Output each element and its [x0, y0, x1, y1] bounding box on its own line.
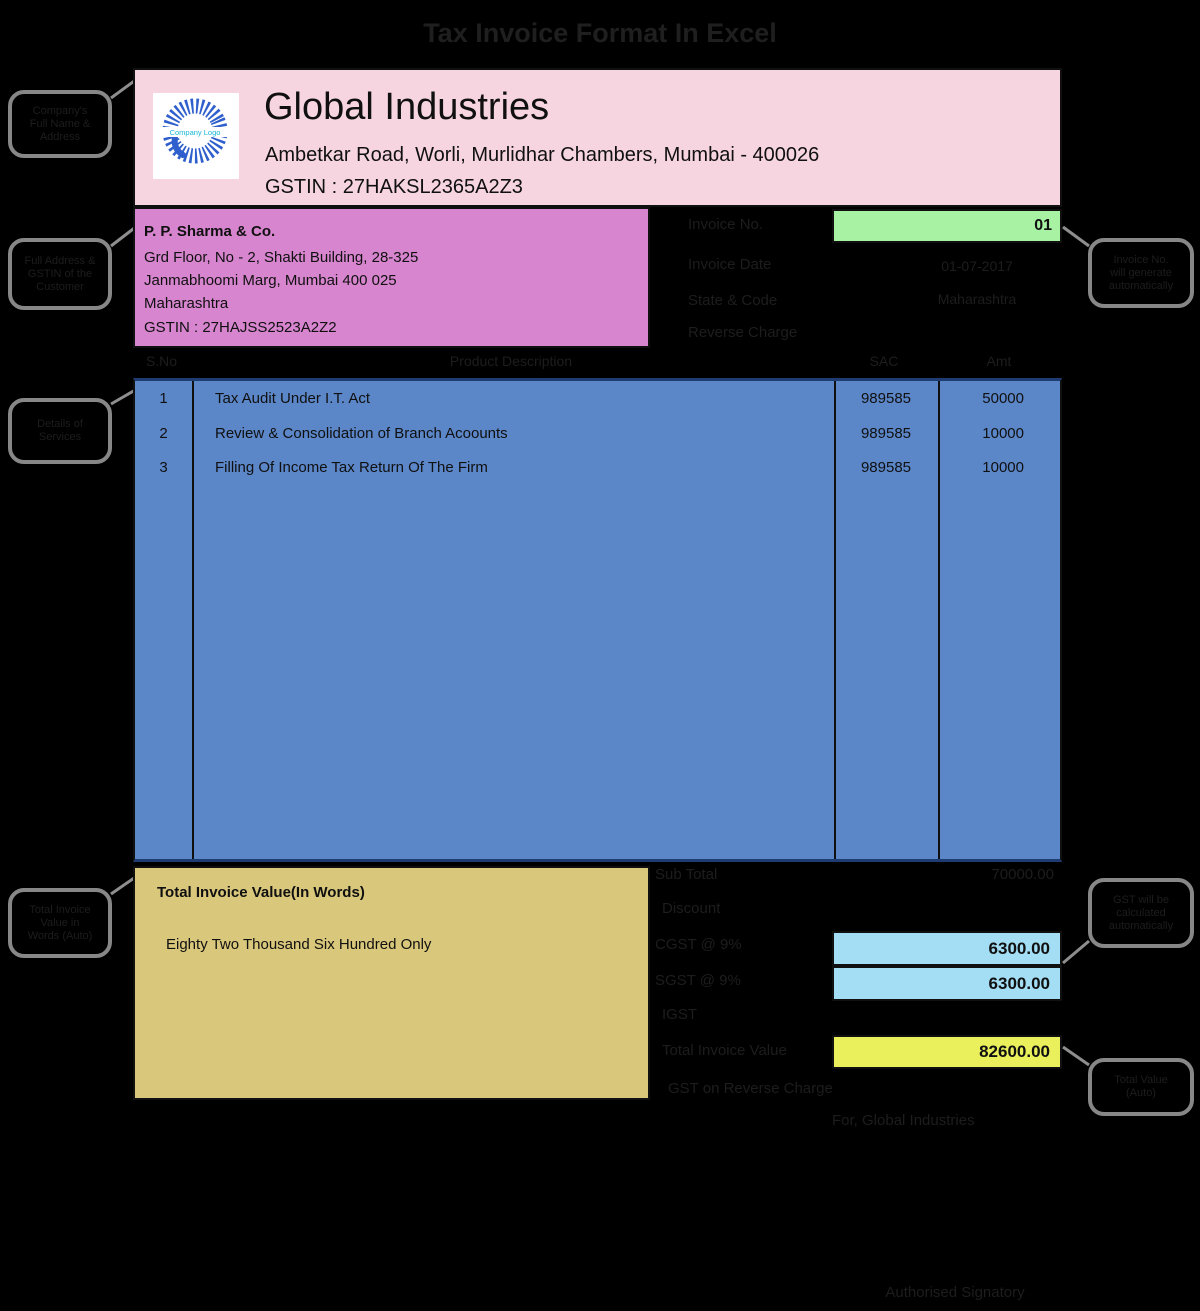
- invoice-date-value: 01-07-2017: [941, 258, 1013, 274]
- item-row-amount: 10000: [982, 459, 1024, 476]
- buyer-gstin: GSTIN : 27HAJSS2523A2Z2: [144, 319, 337, 336]
- column-divider: [192, 381, 194, 859]
- buyer-address-line1: Grd Floor, No - 2, Shakti Building, 28-3…: [144, 249, 419, 266]
- seller-name: Global Industries: [264, 86, 550, 128]
- meta-label-invoice-date: Invoice Date: [688, 256, 772, 273]
- company-logo: Company Logo: [153, 93, 239, 179]
- total-label-sgst: SGST @ 9%: [655, 972, 741, 989]
- item-row-sac: 989585: [860, 425, 912, 442]
- invoice-number-box: 01: [832, 209, 1062, 243]
- buyer-name: P. P. Sharma & Co.: [144, 223, 276, 240]
- invoice-number-value: 01: [1034, 217, 1052, 234]
- meta-label-invoice-no: Invoice No.: [688, 216, 764, 233]
- items-header-amount: Amt: [986, 353, 1012, 369]
- column-divider: [834, 381, 836, 859]
- seller-address: Ambetkar Road, Worli, Murlidhar Chambers…: [265, 144, 820, 166]
- amount-in-words-box: Total Invoice Value(In Words) Eighty Two…: [133, 866, 650, 1100]
- cgst-value-box: 6300.00: [832, 931, 1062, 966]
- item-row-amount: 10000: [982, 425, 1024, 442]
- item-row-sac: 989585: [860, 459, 912, 476]
- meta-label-reverse-charge: Reverse Charge: [688, 324, 798, 341]
- total-label-reverse-charge: GST on Reverse Charge: [668, 1080, 833, 1097]
- total-label-cgst: CGST @ 9%: [655, 936, 742, 953]
- callout-gst-auto: GST will be calculated automatically: [1088, 878, 1194, 948]
- page-title: Tax Invoice Format In Excel: [423, 18, 777, 48]
- buyer-address-line2: Janmabhoomi Marg, Mumbai 400 025: [144, 272, 397, 289]
- item-row-desc: Review & Consolidation of Branch Acoount…: [215, 425, 508, 442]
- sgst-value-box: 6300.00: [832, 966, 1062, 1001]
- total-invoice-value-box: 82600.00: [832, 1035, 1062, 1069]
- total-label-invoice-value: Total Invoice Value: [662, 1042, 787, 1059]
- callout-total-auto: Total Value (Auto): [1088, 1058, 1194, 1116]
- total-label-subtotal: Sub Total: [655, 866, 718, 883]
- state-value: Maharashtra: [937, 291, 1017, 307]
- items-header-sac: SAC: [869, 353, 899, 369]
- buyer-box: P. P. Sharma & Co. Grd Floor, No - 2, Sh…: [133, 207, 650, 348]
- buyer-state: Maharashtra: [144, 295, 229, 312]
- item-row-sac: 989585: [860, 390, 912, 407]
- item-row-amount: 50000: [982, 390, 1024, 407]
- item-row-sno: 2: [159, 425, 168, 442]
- column-divider: [938, 381, 940, 859]
- company-logo-label: Company Logo: [170, 128, 221, 137]
- item-row-sno: 3: [159, 459, 168, 476]
- item-row-desc: Filling Of Income Tax Return Of The Firm: [215, 459, 488, 476]
- signature-for-line: For, Global Industries: [832, 1112, 975, 1129]
- item-row-sno: 1: [159, 390, 168, 407]
- total-label-discount: Discount: [662, 900, 721, 917]
- callout-item-details: Details of Services: [8, 398, 112, 464]
- company-logo-graphic: Company Logo: [157, 98, 233, 164]
- callout-customer-details: Full Address & GSTIN of the Customer: [8, 238, 112, 310]
- seller-gstin: GSTIN : 27HAKSL2365A2Z3: [265, 176, 523, 198]
- amount-in-words-title: Total Invoice Value(In Words): [157, 884, 365, 901]
- item-row-desc: Tax Audit Under I.T. Act: [215, 390, 371, 407]
- items-header-sno: S.No: [145, 353, 178, 369]
- callout-invoice-number: Invoice No. will generate automatically: [1088, 238, 1194, 308]
- items-header-description: Product Description: [449, 353, 573, 369]
- seller-header-box: Company Logo Global Industries Ambetkar …: [133, 68, 1062, 207]
- meta-label-state: State & Code: [688, 292, 778, 309]
- callout-amount-in-words: Total Invoice Value in Words (Auto): [8, 888, 112, 958]
- authorised-signatory: Authorised Signatory: [885, 1284, 1025, 1301]
- subtotal-value: 70000.00: [991, 866, 1054, 883]
- total-label-igst: IGST: [662, 1006, 698, 1023]
- items-table-body: 1 Tax Audit Under I.T. Act 989585 50000 …: [133, 378, 1062, 862]
- callout-company-details: Company's Full Name & Address: [8, 90, 112, 158]
- amount-in-words-text: Eighty Two Thousand Six Hundred Only: [166, 936, 432, 953]
